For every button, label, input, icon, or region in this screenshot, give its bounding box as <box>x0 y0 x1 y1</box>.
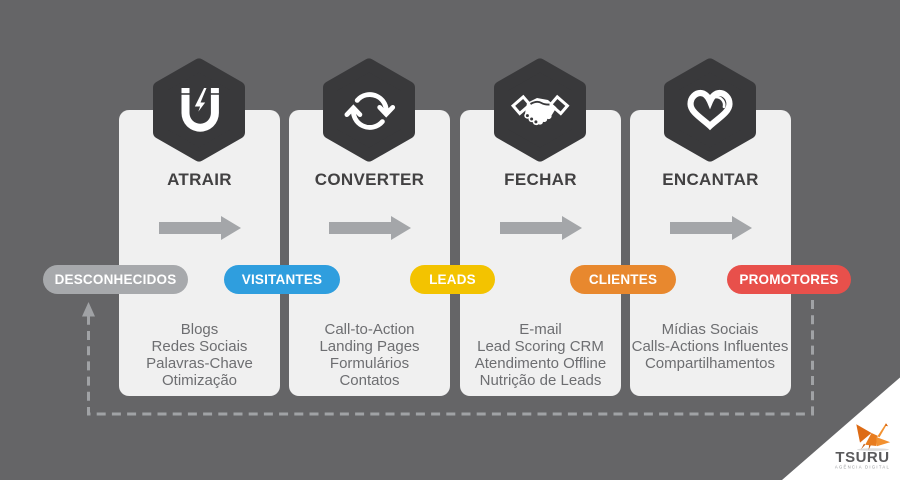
svg-text:AGÊNCIA DIGITAL: AGÊNCIA DIGITAL <box>835 465 890 470</box>
svg-text:TSURU: TSURU <box>835 449 889 466</box>
